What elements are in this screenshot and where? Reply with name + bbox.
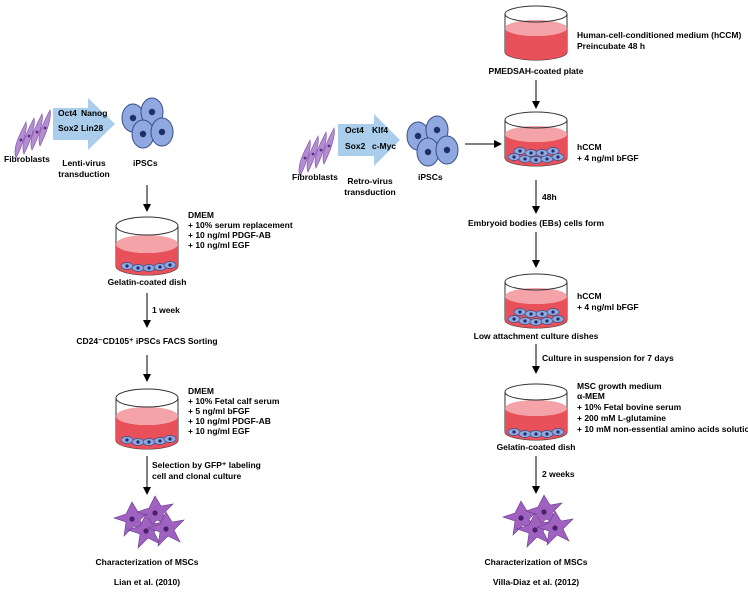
right-plate — [504, 5, 568, 61]
left-fibroblasts-label: Fibroblasts — [4, 154, 50, 164]
left-dish2-medium-1: + 10% Fetal calf serum — [188, 396, 280, 406]
right-ipscs-label: iPSCs — [418, 172, 443, 182]
left-factor-nanog: Nanog — [81, 108, 108, 118]
left-dish-2 — [115, 388, 179, 450]
left-factor-sox2: Sox2 — [58, 123, 79, 133]
right-result: Characterization of MSCs — [484, 557, 588, 567]
right-dish3-medium-4: + 10 mM non-essential amino acids soluti… — [577, 424, 748, 434]
right-ipsc-colony — [406, 115, 459, 167]
right-dish2-medium-1: + 4 ng/ml bFGF — [577, 302, 639, 312]
left-selection-line1: Selection by GFP⁺ labeling — [152, 460, 261, 470]
left-dish2-medium-3: + 10 ng/ml PDGF-AB — [188, 416, 271, 426]
right-transduction-arrow — [338, 114, 400, 166]
right-factor-cmyc: c-Myc — [372, 141, 397, 151]
right-transduction-line1: Retro-virus — [347, 176, 393, 186]
left-ipsc-colony — [121, 97, 174, 149]
right-dish2-medium-0: hCCM — [577, 291, 602, 301]
left-dish1-medium-2: + 10 ng/ml PDGF-AB — [188, 230, 271, 240]
right-factor-klf4: Klf4 — [372, 125, 389, 135]
right-dish2-label: Low attachment culture dishes — [473, 331, 599, 341]
right-dish3-medium-0: MSC growth medium — [577, 381, 662, 391]
right-dish-3 — [504, 383, 568, 441]
right-dish-1 — [504, 111, 568, 167]
right-fibroblasts-label: Fibroblasts — [292, 172, 338, 182]
left-transduction-line2: transduction — [58, 169, 110, 179]
right-dish-2 — [504, 273, 568, 329]
right-transduction-line2: transduction — [344, 187, 396, 197]
left-msc-cluster — [113, 495, 185, 549]
left-dish2-medium-4: + 10 ng/ml EGF — [188, 426, 250, 436]
right-plate-medium-1: Preincubate 48 h — [577, 41, 646, 51]
left-dish1-medium-1: + 10% serum replacement — [188, 220, 293, 230]
left-dish1-medium-0: DMEM — [188, 210, 214, 220]
right-msc-cluster — [502, 494, 574, 548]
right-plate-label: PMEDSAH-coated plate — [488, 66, 584, 76]
right-citation: Villa-Diaz et al. (2012) — [492, 577, 580, 587]
left-citation: Lian et al. (2010) — [113, 577, 181, 587]
right-plate-medium-0: Human-cell-conditioned medium (hCCM) — [577, 30, 742, 40]
left-selection-line2: cell and clonal culture — [152, 471, 242, 481]
right-step-48h: 48h — [542, 192, 557, 202]
left-dish1-label: Gelatin-coated dish — [107, 277, 187, 287]
right-dish3-medium-1: α-MEM — [577, 391, 605, 401]
right-dish3-medium-3: + 200 mM L-glutamine — [577, 413, 667, 423]
left-factor-oct4: Oct4 — [58, 108, 77, 118]
right-factor-sox2: Sox2 — [345, 141, 366, 151]
right-dish1-medium-1: + 4 ng/ml bFGF — [577, 153, 639, 163]
left-ipscs-label: iPSCs — [133, 158, 158, 168]
right-dish3-medium-2: + 10% Fetal bovine serum — [577, 402, 682, 412]
right-fibroblasts-cells — [298, 127, 335, 177]
right-step-suspension: Culture in suspension for 7 days — [542, 353, 674, 363]
right-dish1-medium-0: hCCM — [577, 142, 602, 152]
right-eb-step: Embryoid bodies (EBs) cells form — [467, 218, 605, 228]
left-result: Characterization of MSCs — [95, 557, 199, 567]
left-dish2-medium-0: DMEM — [188, 386, 214, 396]
left-factor-lin28: Lin28 — [81, 123, 104, 133]
left-sorting-step: CD24⁻CD105⁺ iPSCs FACS Sorting — [76, 336, 218, 346]
left-fibroblasts-cells — [14, 109, 51, 159]
right-dish3-label: Gelatin-coated dish — [496, 442, 576, 452]
left-dish-1 — [115, 216, 179, 276]
left-transduction-line1: Lenti-virus — [62, 158, 106, 168]
right-step-2-weeks: 2 weeks — [542, 469, 575, 479]
left-step-1-week: 1 week — [152, 305, 180, 315]
left-dish1-medium-3: + 10 ng/ml EGF — [188, 240, 250, 250]
left-dish2-medium-2: + 5 ng/ml bFGF — [188, 406, 250, 416]
right-factor-oct4: Oct4 — [345, 125, 364, 135]
left-transduction-arrow — [53, 98, 115, 150]
